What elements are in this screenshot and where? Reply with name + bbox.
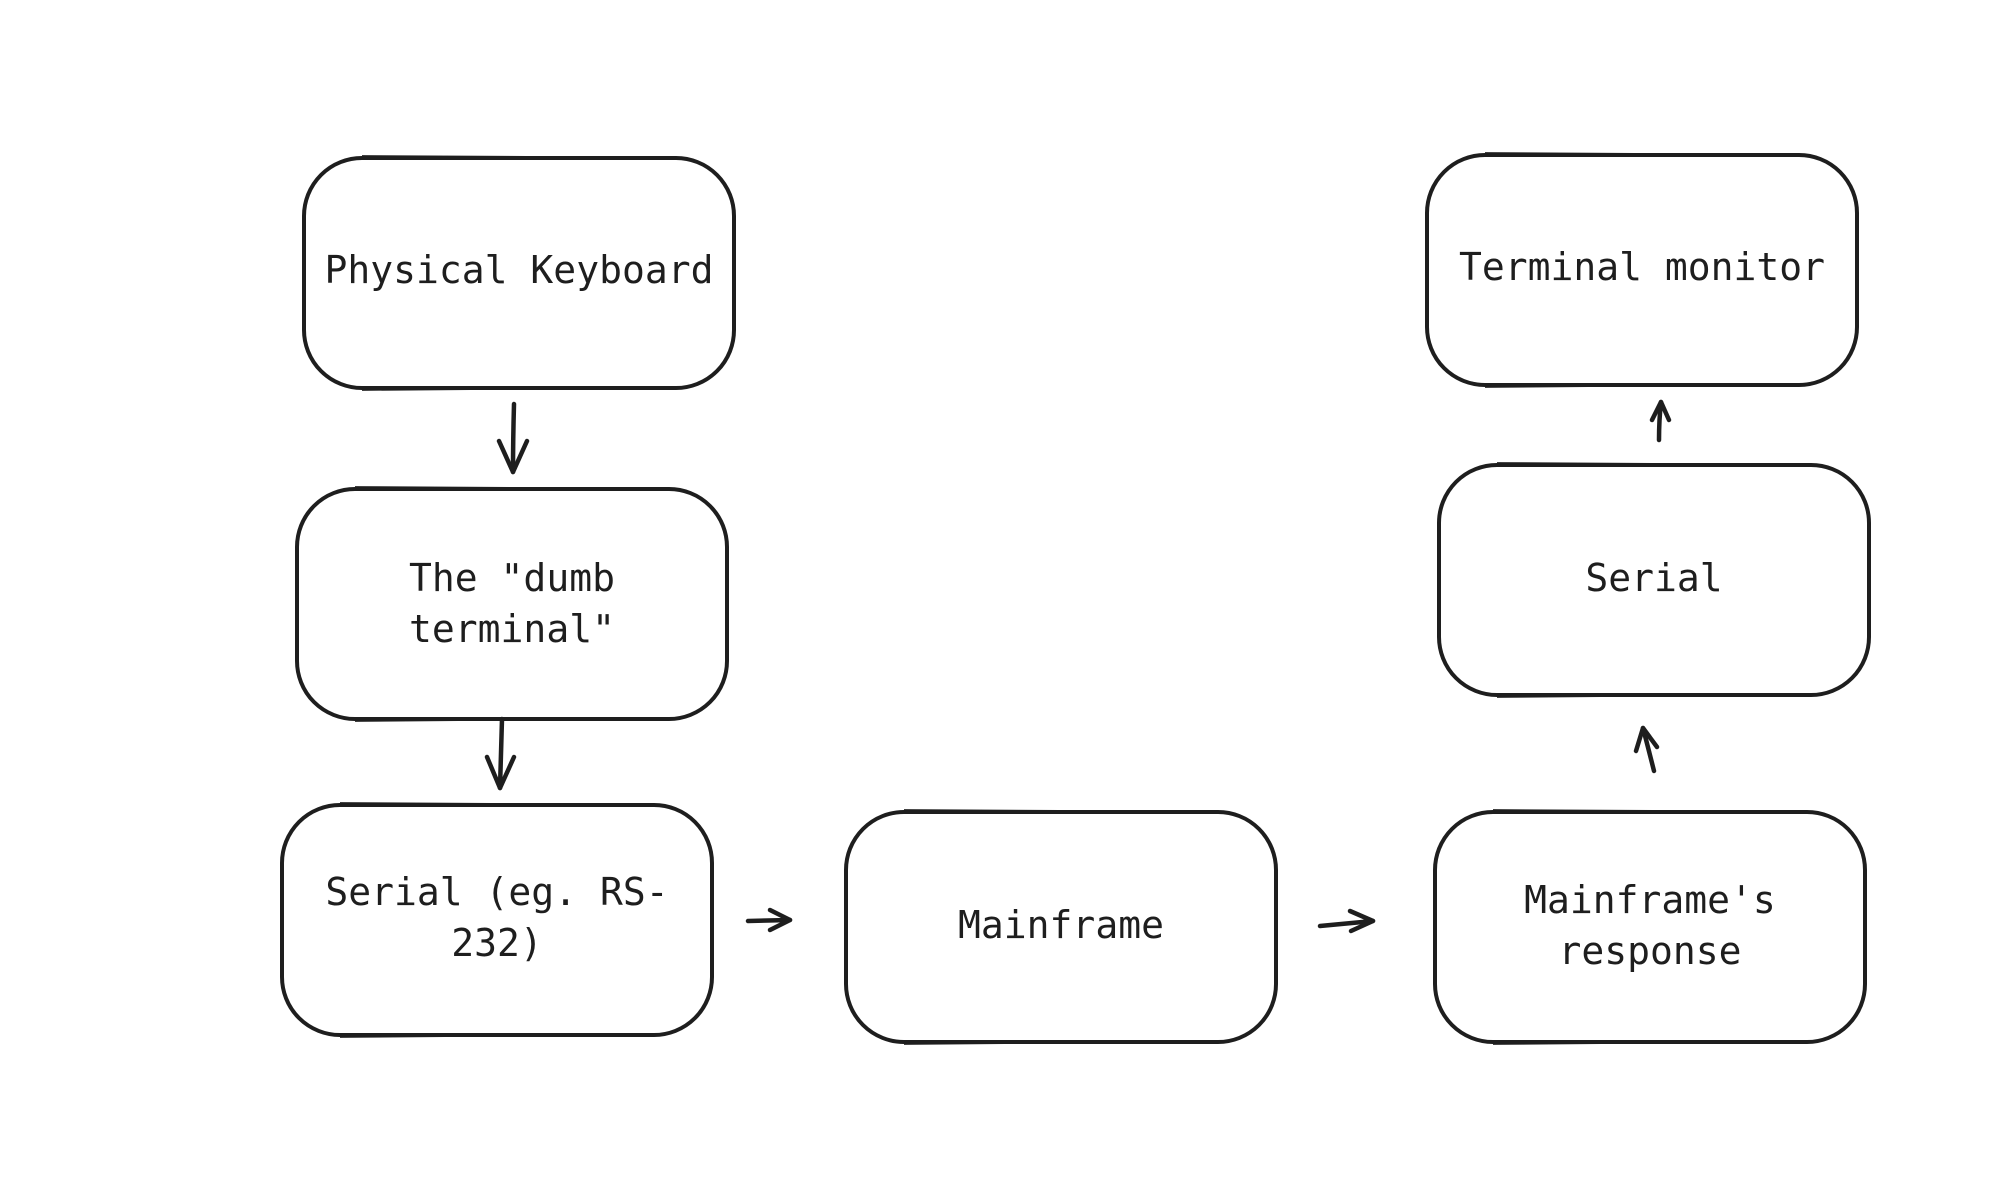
node-label-line-1: Serial (eg. RS- (325, 870, 668, 914)
node-mainframe-response: Mainframe's response (1433, 809, 1867, 1045)
node-label: Terminal monitor (1459, 245, 1825, 289)
node-label-line-1: Mainframe's (1524, 878, 1776, 922)
node-label-line-2: terminal" (409, 607, 615, 651)
arrow-serial-to-terminal-monitor (1649, 399, 1672, 443)
node-dumb-terminal: The "dumb terminal" (295, 486, 729, 722)
node-label: Serial (1585, 556, 1722, 600)
arrow-dumb-terminal-to-serial (484, 716, 517, 791)
arrow-mainframe-to-response (1317, 908, 1376, 934)
node-label-line-1: The "dumb (409, 556, 615, 600)
node-physical-keyboard: Physical Keyboard (302, 155, 736, 391)
node-serial-return: Serial (1437, 462, 1871, 698)
node-terminal-monitor: Terminal monitor (1425, 152, 1859, 388)
node-label-line-2: 232) (451, 921, 543, 965)
arrow-keyboard-to-dumb-terminal (496, 401, 530, 475)
arrow-response-to-serial (1633, 725, 1660, 774)
arrow-serial-to-mainframe (745, 907, 793, 933)
node-mainframe: Mainframe (844, 809, 1278, 1045)
node-label-line-2: response (1558, 929, 1741, 973)
node-serial-rs232: Serial (eg. RS- 232) (280, 802, 714, 1038)
node-label: Physical Keyboard (325, 248, 714, 292)
node-label: Mainframe (958, 903, 1164, 947)
